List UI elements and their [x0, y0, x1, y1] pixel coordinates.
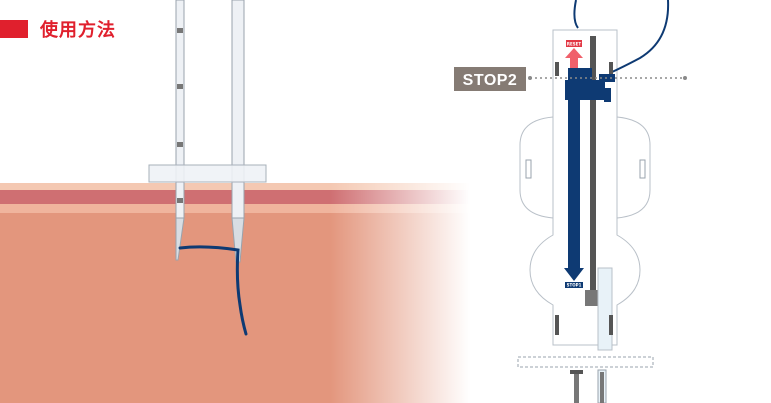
- bottom-needle-right-core: [600, 372, 604, 403]
- device-right-wing: [616, 116, 651, 219]
- header-accent-bar: [0, 20, 28, 38]
- stop1-badge: [565, 282, 583, 288]
- inner-needle-tube: [597, 267, 613, 351]
- left-needle-tip: [175, 217, 185, 261]
- left-needle-mark: [177, 28, 183, 33]
- slider-body: [565, 80, 605, 100]
- reset-badge: [566, 40, 582, 47]
- suture-thread: [178, 245, 248, 336]
- device-body: [529, 29, 641, 346]
- slider-stop-block: [585, 290, 599, 306]
- stop2-line-end: [683, 76, 687, 80]
- device-right-clip: [639, 159, 646, 179]
- device-thread-right: [611, 0, 670, 73]
- device-base-ledge: [517, 356, 654, 368]
- guide-mark-left-bottom: [555, 315, 559, 335]
- left-needle-mark: [177, 142, 183, 147]
- needle-guide-plate: [148, 164, 267, 183]
- left-needle-mark: [177, 198, 183, 203]
- arrow-down-icon: [564, 100, 584, 281]
- guide-mark-left-top: [555, 62, 559, 76]
- device-left-wing: [519, 116, 554, 219]
- stop2-label-text: STOP2: [463, 72, 518, 89]
- left-needle-mark: [177, 84, 183, 89]
- bottom-needle-left-cap: [570, 370, 583, 374]
- device-thread-top: [573, 0, 579, 29]
- stop1-badge-label: STOP1: [567, 283, 582, 288]
- section-header: 使用方法: [0, 14, 116, 44]
- arrow-up-icon: [565, 48, 583, 68]
- slider-rod: [590, 36, 596, 298]
- left-needle: [175, 0, 185, 261]
- device-left-clip: [525, 159, 532, 179]
- page-title: 使用方法: [40, 20, 116, 41]
- right-needle-shaft: [231, 0, 245, 219]
- stop2-label-box: [454, 67, 526, 91]
- stop2-label: STOP2: [454, 67, 526, 91]
- stop2-line-end: [528, 76, 532, 80]
- reset-badge-label: RESET: [567, 42, 581, 47]
- right-needle: [231, 0, 245, 263]
- guide-mark-right-bottom: [609, 315, 613, 335]
- slider-head: [568, 68, 592, 82]
- skin-fade: [330, 178, 470, 403]
- bottom-needle-left: [574, 370, 579, 403]
- device-diagram: RESET STOP1: [517, 0, 687, 403]
- slider-tab: [604, 88, 611, 102]
- guide-mark-right-top: [609, 62, 613, 76]
